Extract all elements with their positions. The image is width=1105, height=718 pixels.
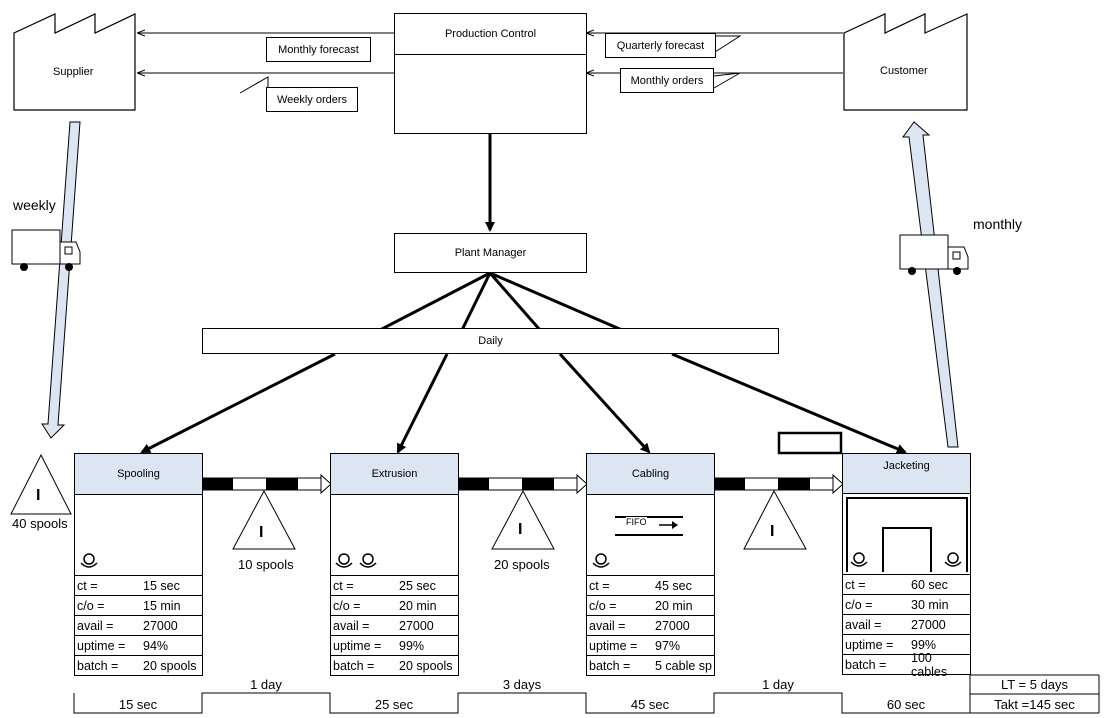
inventory-symbol: I bbox=[36, 487, 41, 504]
inventory-symbol: I bbox=[518, 521, 523, 538]
process-name: Jacketing bbox=[843, 454, 970, 494]
push-arrow bbox=[714, 473, 844, 495]
data-row-uptime: uptime =99% bbox=[331, 635, 458, 655]
process-box-cabling: Cabling FIFO ct =45 sec c/o =20 min avai… bbox=[586, 453, 715, 676]
production-control-box: Production Control bbox=[394, 13, 587, 134]
monthly-label: monthly bbox=[973, 216, 1023, 232]
weekly-orders-box: Weekly orders bbox=[266, 87, 358, 112]
data-row-ct: ct =45 sec bbox=[587, 575, 714, 595]
data-row-avail: avail =27000 bbox=[843, 614, 970, 634]
monthly-forecast-box: Monthly forecast bbox=[266, 37, 371, 62]
customer-factory-icon bbox=[843, 13, 968, 111]
process-name: Spooling bbox=[75, 454, 202, 495]
process-body: FIFO bbox=[587, 495, 714, 575]
data-row-batch: batch =20 spools bbox=[331, 655, 458, 675]
weekly-label: weekly bbox=[13, 197, 56, 213]
data-row-co: c/o =20 min bbox=[587, 595, 714, 615]
inventory-triangle bbox=[743, 489, 807, 550]
process-name: Cabling bbox=[587, 454, 714, 495]
operator-icon bbox=[592, 553, 610, 568]
schedule-arrows bbox=[140, 271, 907, 454]
quarterly-forecast-box: Quarterly forecast bbox=[605, 33, 716, 58]
supplier-label: Supplier bbox=[53, 66, 94, 78]
data-row-uptime: uptime =97% bbox=[587, 635, 714, 655]
fifo-label: FIFO bbox=[626, 517, 647, 527]
process-time: 45 sec bbox=[630, 697, 670, 712]
fifo-arrow-icon bbox=[659, 521, 678, 529]
wait-time: 3 days bbox=[502, 677, 542, 692]
data-row-avail: avail =27000 bbox=[75, 615, 202, 635]
process-box-spooling: Spooling ct =15 sec c/o =15 min avail =2… bbox=[74, 453, 203, 676]
truck-icon bbox=[11, 229, 81, 271]
process-body bbox=[843, 494, 970, 574]
operator-icon bbox=[80, 553, 98, 568]
data-row-co: c/o =30 min bbox=[843, 594, 970, 614]
data-row-uptime: uptime =94% bbox=[75, 635, 202, 655]
operator-icon bbox=[335, 553, 377, 568]
data-row-uptime: uptime =99% bbox=[843, 634, 970, 654]
lead-time: LT = 5 days bbox=[1000, 677, 1069, 692]
data-row-batch: batch =5 cable sp bbox=[587, 655, 714, 675]
data-row-avail: avail =27000 bbox=[587, 615, 714, 635]
process-box-extrusion: Extrusion ct =25 sec c/o =20 min avail =… bbox=[330, 453, 459, 676]
wait-time: 1 day bbox=[762, 677, 794, 692]
cell-icon bbox=[846, 497, 968, 572]
data-row-ct: ct =15 sec bbox=[75, 575, 202, 595]
data-row-ct: ct =25 sec bbox=[331, 575, 458, 595]
inventory-label: 20 spools bbox=[494, 557, 550, 572]
inventory-triangle bbox=[232, 489, 296, 550]
data-row-co: c/o =15 min bbox=[75, 595, 202, 615]
process-time: 25 sec bbox=[374, 697, 414, 712]
data-row-batch: batch =20 spools bbox=[75, 655, 202, 675]
process-name: Extrusion bbox=[331, 454, 458, 495]
supplier-factory-icon bbox=[13, 13, 136, 111]
shipment-arrow-customer bbox=[902, 121, 959, 448]
shipment-arrow-supplier bbox=[41, 121, 81, 439]
monthly-orders-box: Monthly orders bbox=[620, 68, 714, 93]
push-arrow bbox=[458, 473, 588, 495]
data-row-co: c/o =20 min bbox=[331, 595, 458, 615]
fifo-lane bbox=[615, 516, 683, 536]
daily-box: Daily bbox=[202, 328, 779, 354]
inventory-symbol: I bbox=[770, 523, 775, 540]
inventory-label: 10 spools bbox=[238, 557, 294, 572]
process-box-jacketing: Jacketing ct =60 sec c/o =30 min avail =… bbox=[842, 453, 971, 679]
takt-time: Takt =145 sec bbox=[994, 697, 1075, 712]
data-row-avail: avail =27000 bbox=[331, 615, 458, 635]
data-row-ct: ct =60 sec bbox=[843, 574, 970, 594]
plant-manager-box: Plant Manager bbox=[394, 233, 587, 273]
inventory-triangle bbox=[491, 489, 555, 550]
production-control-title: Production Control bbox=[395, 14, 586, 55]
customer-label: Customer bbox=[880, 65, 928, 77]
blank-box bbox=[777, 431, 843, 455]
push-arrow bbox=[202, 473, 332, 495]
supplier-inventory-label: 40 spools bbox=[12, 516, 68, 531]
inventory-symbol: I bbox=[259, 524, 264, 541]
process-body bbox=[331, 495, 458, 575]
process-time: 60 sec bbox=[886, 697, 926, 712]
data-row-batch: batch =100 cables bbox=[843, 651, 970, 679]
truck-icon bbox=[899, 234, 969, 275]
wait-time: 1 day bbox=[250, 677, 282, 692]
process-body bbox=[75, 495, 202, 575]
timeline bbox=[73, 674, 1100, 714]
inventory-triangle bbox=[10, 453, 72, 515]
process-time: 15 sec bbox=[118, 697, 158, 712]
